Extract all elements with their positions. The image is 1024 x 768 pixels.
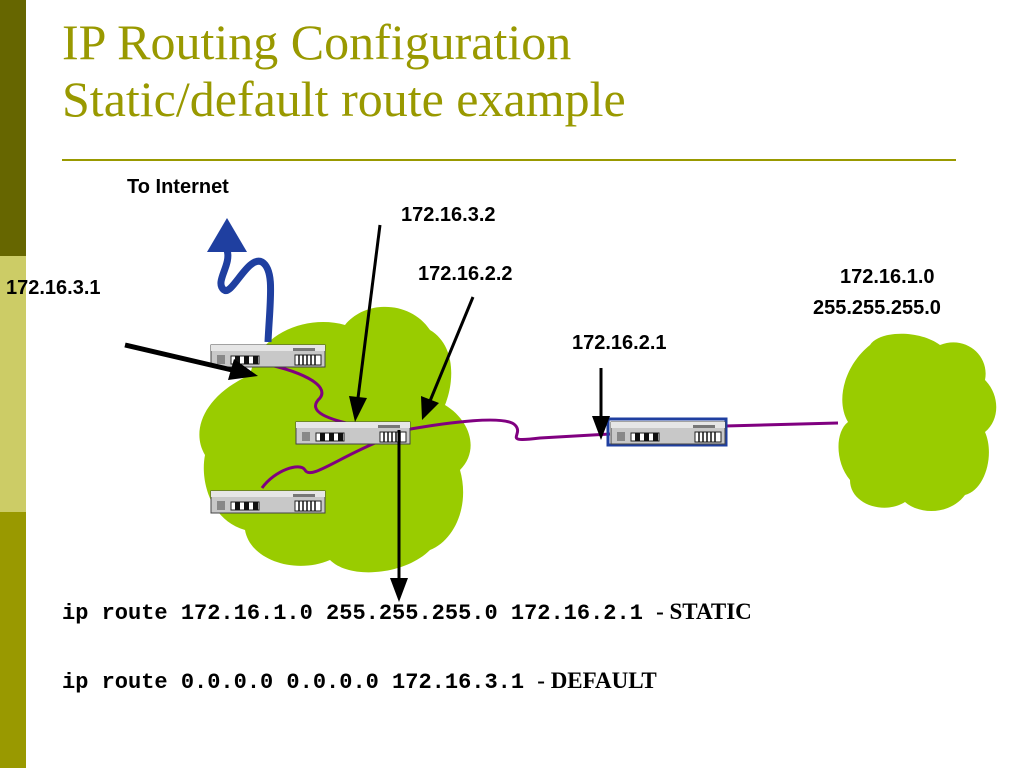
default-route-command: ip route 0.0.0.0 0.0.0.0 172.16.3.1 - DE… bbox=[62, 668, 657, 696]
router-icon[interactable] bbox=[295, 421, 411, 445]
pointer-arrow-r1 bbox=[124, 342, 258, 380]
ip-label-r2-a: 172.16.3.2 bbox=[401, 204, 496, 226]
ip-label-r2-b: 172.16.2.2 bbox=[418, 263, 513, 285]
slide-title-line-1: IP Routing Configuration bbox=[62, 14, 572, 70]
default-route-text: ip route 0.0.0.0 0.0.0.0 172.16.3.1 bbox=[62, 670, 538, 695]
static-route-text: ip route 172.16.1.0 255.255.255.0 172.16… bbox=[62, 601, 657, 626]
network-cloud-icon bbox=[838, 333, 997, 512]
link-r4-remote bbox=[724, 421, 839, 428]
sidebar-band-bottom bbox=[0, 512, 26, 768]
slide-title-line-2: Static/default route example bbox=[62, 71, 626, 127]
ip-label-r4: 172.16.2.1 bbox=[572, 332, 667, 354]
pointer-arrow-down bbox=[390, 430, 408, 602]
uplink-arrowhead bbox=[207, 218, 247, 252]
pointer-arrow-r2-a bbox=[349, 224, 382, 422]
static-route-note: - STATIC bbox=[656, 599, 752, 624]
router-icon-highlighted[interactable] bbox=[606, 417, 728, 447]
static-route-command: ip route 172.16.1.0 255.255.255.0 172.16… bbox=[62, 599, 752, 627]
uplink-arrow-icon bbox=[217, 248, 275, 343]
remote-mask-label: 255.255.255.0 bbox=[813, 297, 941, 319]
link-r3-r2 bbox=[260, 441, 376, 489]
ip-label-r1-outside: 172.16.3.1 bbox=[6, 277, 101, 299]
sidebar-decoration bbox=[0, 0, 26, 768]
internet-label: To Internet bbox=[127, 176, 229, 198]
router-icon[interactable] bbox=[210, 490, 326, 514]
title-divider bbox=[62, 159, 956, 161]
default-route-note: - DEFAULT bbox=[537, 668, 657, 693]
sidebar-band-middle bbox=[0, 256, 26, 512]
router-icon[interactable] bbox=[210, 344, 326, 368]
remote-network-label: 172.16.1.0 bbox=[840, 266, 935, 288]
link-r1-r2 bbox=[254, 360, 361, 428]
pointer-arrow-r4 bbox=[592, 368, 610, 440]
slide-title: IP Routing Configuration Static/default … bbox=[62, 14, 626, 128]
link-r2-r4 bbox=[404, 418, 611, 442]
sidebar-band-top bbox=[0, 0, 26, 256]
pointer-arrow-r2-b bbox=[421, 296, 475, 420]
